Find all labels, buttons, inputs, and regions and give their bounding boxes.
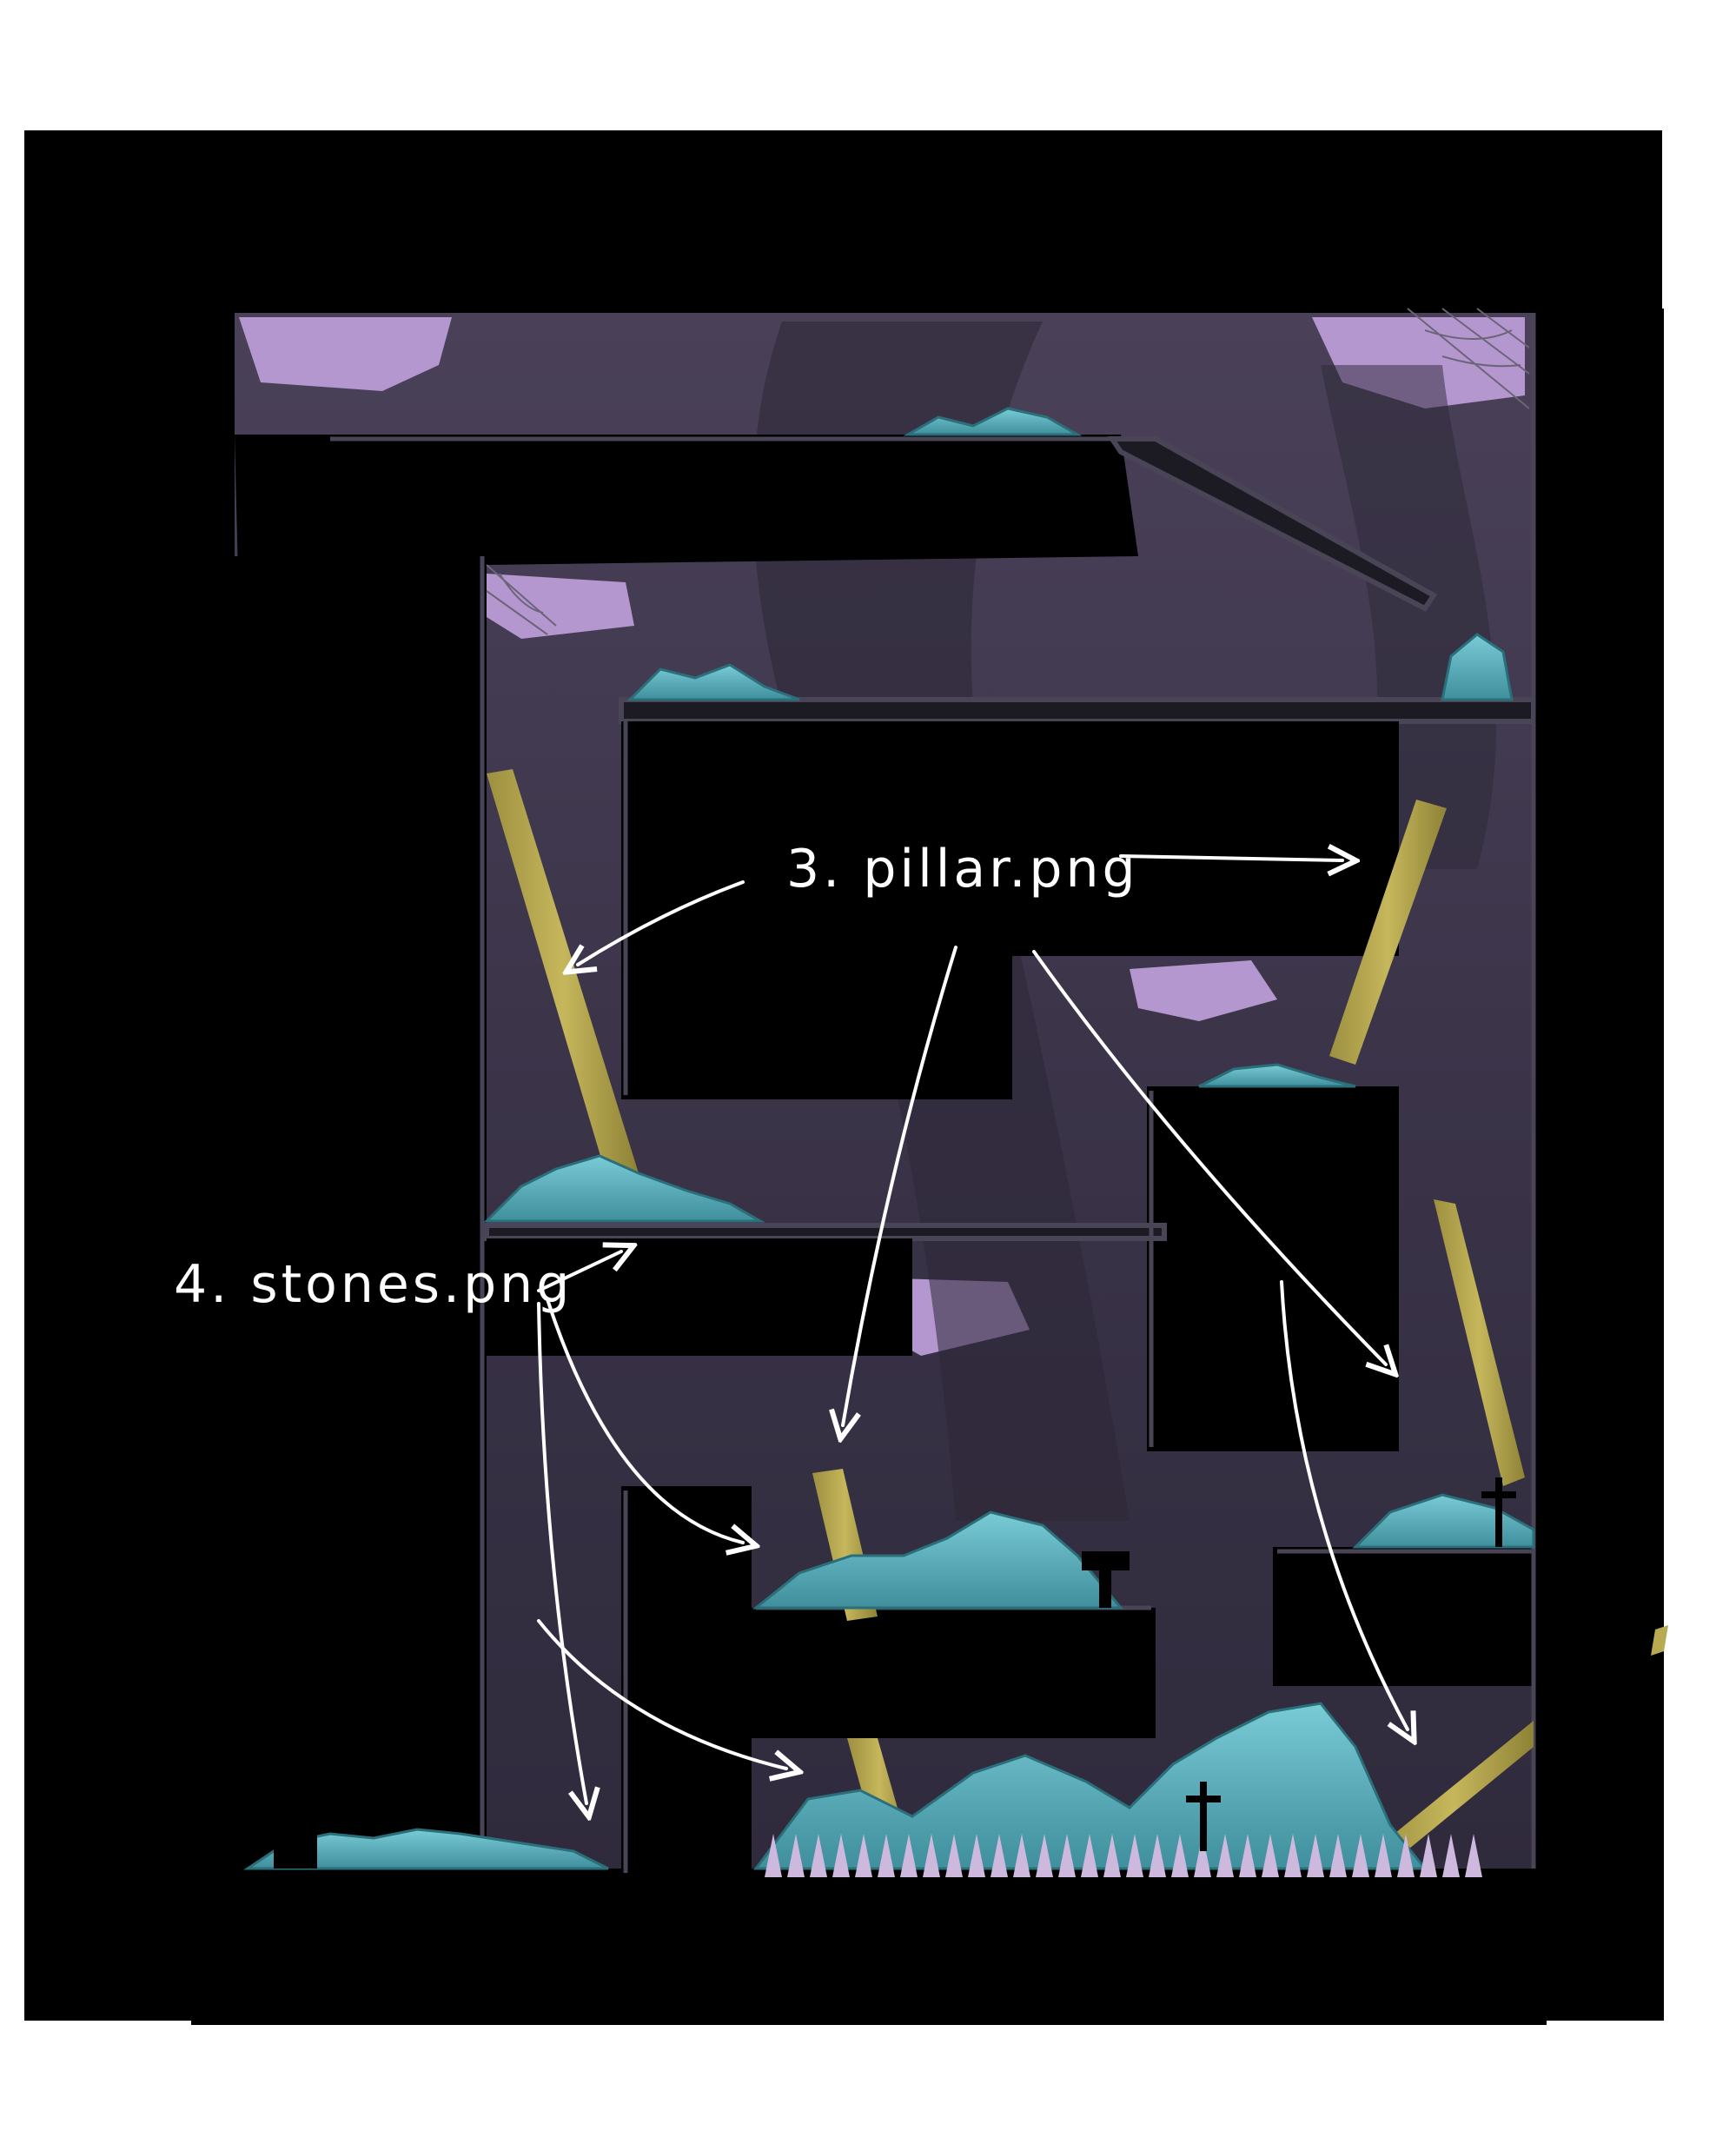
pillar-fragment bbox=[1651, 1625, 1668, 1656]
sky-patch bbox=[487, 574, 634, 639]
spike bbox=[1397, 1834, 1415, 1877]
stones-label: 4. stones.png bbox=[174, 1254, 573, 1315]
spike bbox=[945, 1834, 963, 1877]
cross-marker bbox=[1186, 1477, 1516, 1851]
spike bbox=[1375, 1834, 1392, 1877]
spike bbox=[1262, 1834, 1279, 1877]
rock-platforms bbox=[191, 309, 1664, 2025]
arrow bbox=[537, 1302, 586, 1803]
spike bbox=[1126, 1834, 1143, 1877]
spike bbox=[900, 1834, 918, 1877]
spike bbox=[1194, 1834, 1211, 1877]
spike bbox=[1352, 1834, 1369, 1877]
spike bbox=[1171, 1834, 1189, 1877]
pillar-label: 3. pillar.png bbox=[786, 839, 1139, 900]
arrow bbox=[546, 1298, 743, 1543]
spike bbox=[855, 1834, 872, 1877]
arrow bbox=[537, 1619, 786, 1769]
stones-sprite bbox=[243, 407, 1535, 1870]
spike bbox=[1036, 1834, 1053, 1877]
spike bbox=[1442, 1834, 1460, 1877]
spike bbox=[765, 1834, 782, 1877]
annotation-arrows bbox=[537, 856, 1408, 1803]
sky-patch bbox=[239, 317, 452, 391]
pillar-sprite bbox=[487, 769, 1534, 1864]
spike bbox=[1081, 1834, 1098, 1877]
spike bbox=[1013, 1834, 1030, 1877]
spike bbox=[1284, 1834, 1302, 1877]
arrow bbox=[1032, 950, 1386, 1364]
gravestone bbox=[274, 1551, 1130, 1869]
spike bbox=[1058, 1834, 1076, 1877]
spike-strip bbox=[765, 1834, 1482, 1877]
spike bbox=[1216, 1834, 1234, 1877]
arrow bbox=[537, 1251, 621, 1292]
spike bbox=[968, 1834, 985, 1877]
arrow bbox=[1119, 856, 1342, 860]
spike bbox=[1149, 1834, 1166, 1877]
spike bbox=[1239, 1834, 1256, 1877]
spike bbox=[1465, 1834, 1482, 1877]
spike bbox=[1420, 1834, 1437, 1877]
arrow bbox=[843, 946, 957, 1425]
spike bbox=[787, 1834, 805, 1877]
spike bbox=[878, 1834, 895, 1877]
spike bbox=[832, 1834, 850, 1877]
spike bbox=[810, 1834, 827, 1877]
spike bbox=[1329, 1834, 1347, 1877]
arrow bbox=[578, 880, 745, 965]
sky-patch bbox=[1130, 960, 1277, 1021]
arrow bbox=[1280, 1280, 1408, 1729]
spike bbox=[923, 1834, 940, 1877]
spike bbox=[1307, 1834, 1324, 1877]
spike bbox=[1103, 1834, 1121, 1877]
spike bbox=[991, 1834, 1008, 1877]
spider-web bbox=[486, 308, 1530, 635]
